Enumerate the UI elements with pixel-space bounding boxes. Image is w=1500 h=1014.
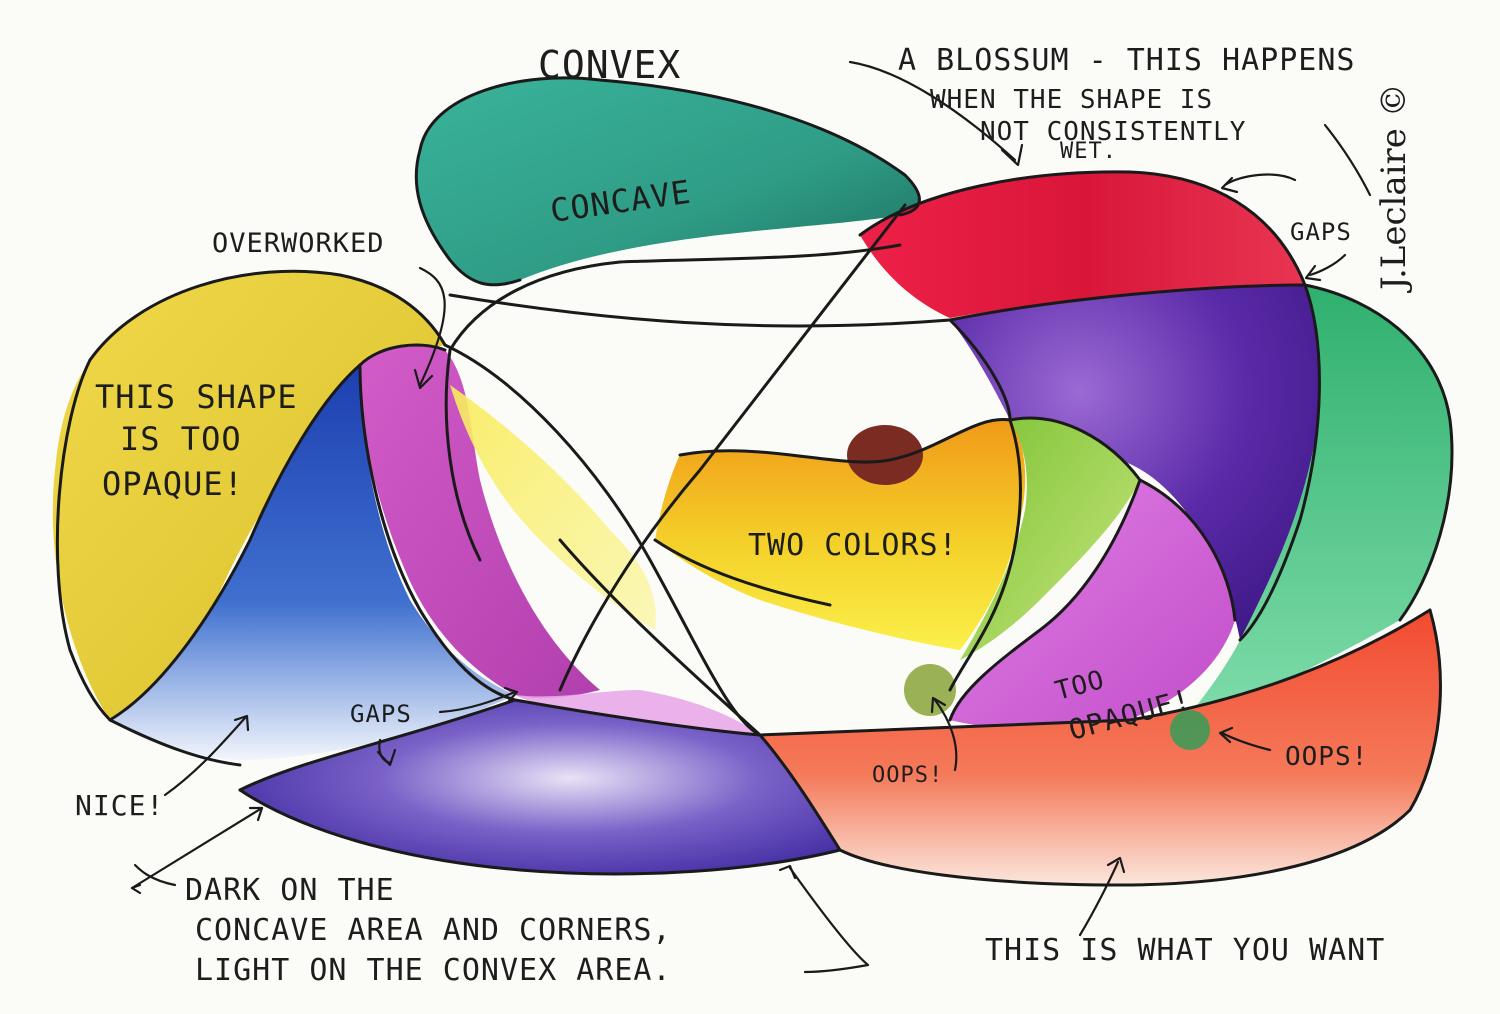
label-dark-2: CONCAVE AREA AND CORNERS, [195, 913, 672, 948]
green-shape [1185, 285, 1452, 720]
signature: J.Leclaire © [1374, 83, 1414, 293]
teal-shape [416, 77, 920, 285]
blue-shape [110, 365, 515, 760]
orange-shape [655, 419, 1026, 650]
label-dark-1: DARK ON THE [185, 873, 395, 908]
violet-shape [240, 700, 840, 874]
oops-blotch-center [904, 664, 956, 716]
label-oops-center: OOPS! [872, 763, 943, 788]
oops-blotch-right [1170, 710, 1210, 750]
label-blossum-3: NOT CONSISTENTLY [980, 117, 1246, 147]
coral-shape [760, 610, 1441, 885]
label-too-opaque-3: OPAQUE! [102, 465, 244, 503]
lime-shape [960, 418, 1140, 660]
brown-dot [847, 425, 923, 485]
label-gaps-left: GAPS [350, 700, 412, 728]
label-nice: NICE! [75, 789, 164, 822]
label-blossum-2: WHEN THE SHAPE IS [930, 85, 1213, 115]
red-shape [860, 171, 1305, 318]
label-two-colors: TWO COLORS! [748, 528, 958, 563]
label-convex: CONVEX [538, 43, 681, 87]
label-blossum-4: WET. [1060, 139, 1117, 164]
pink-violet-shape [950, 480, 1235, 731]
pale-yellow-shape [450, 385, 656, 630]
purple-shape [950, 285, 1320, 640]
label-overworked: OVERWORKED [212, 228, 385, 259]
label-what-you-want: THIS IS WHAT YOU WANT [985, 933, 1385, 968]
label-gaps-right: GAPS [1290, 218, 1352, 246]
magenta-shape [360, 345, 600, 699]
label-oops-right: OOPS! [1285, 742, 1368, 772]
label-too-opaque-2: IS TOO [120, 420, 242, 458]
label-blossum-1: A BLOSSUM - THIS HAPPENS [898, 43, 1355, 78]
label-dark-3: LIGHT ON THE CONVEX AREA. [195, 953, 672, 988]
label-too-opaque-1: THIS SHAPE [95, 378, 298, 416]
ink-outlines [55, 76, 1454, 887]
annotation-arrows [130, 60, 1372, 974]
light-pink-shape [515, 690, 760, 735]
